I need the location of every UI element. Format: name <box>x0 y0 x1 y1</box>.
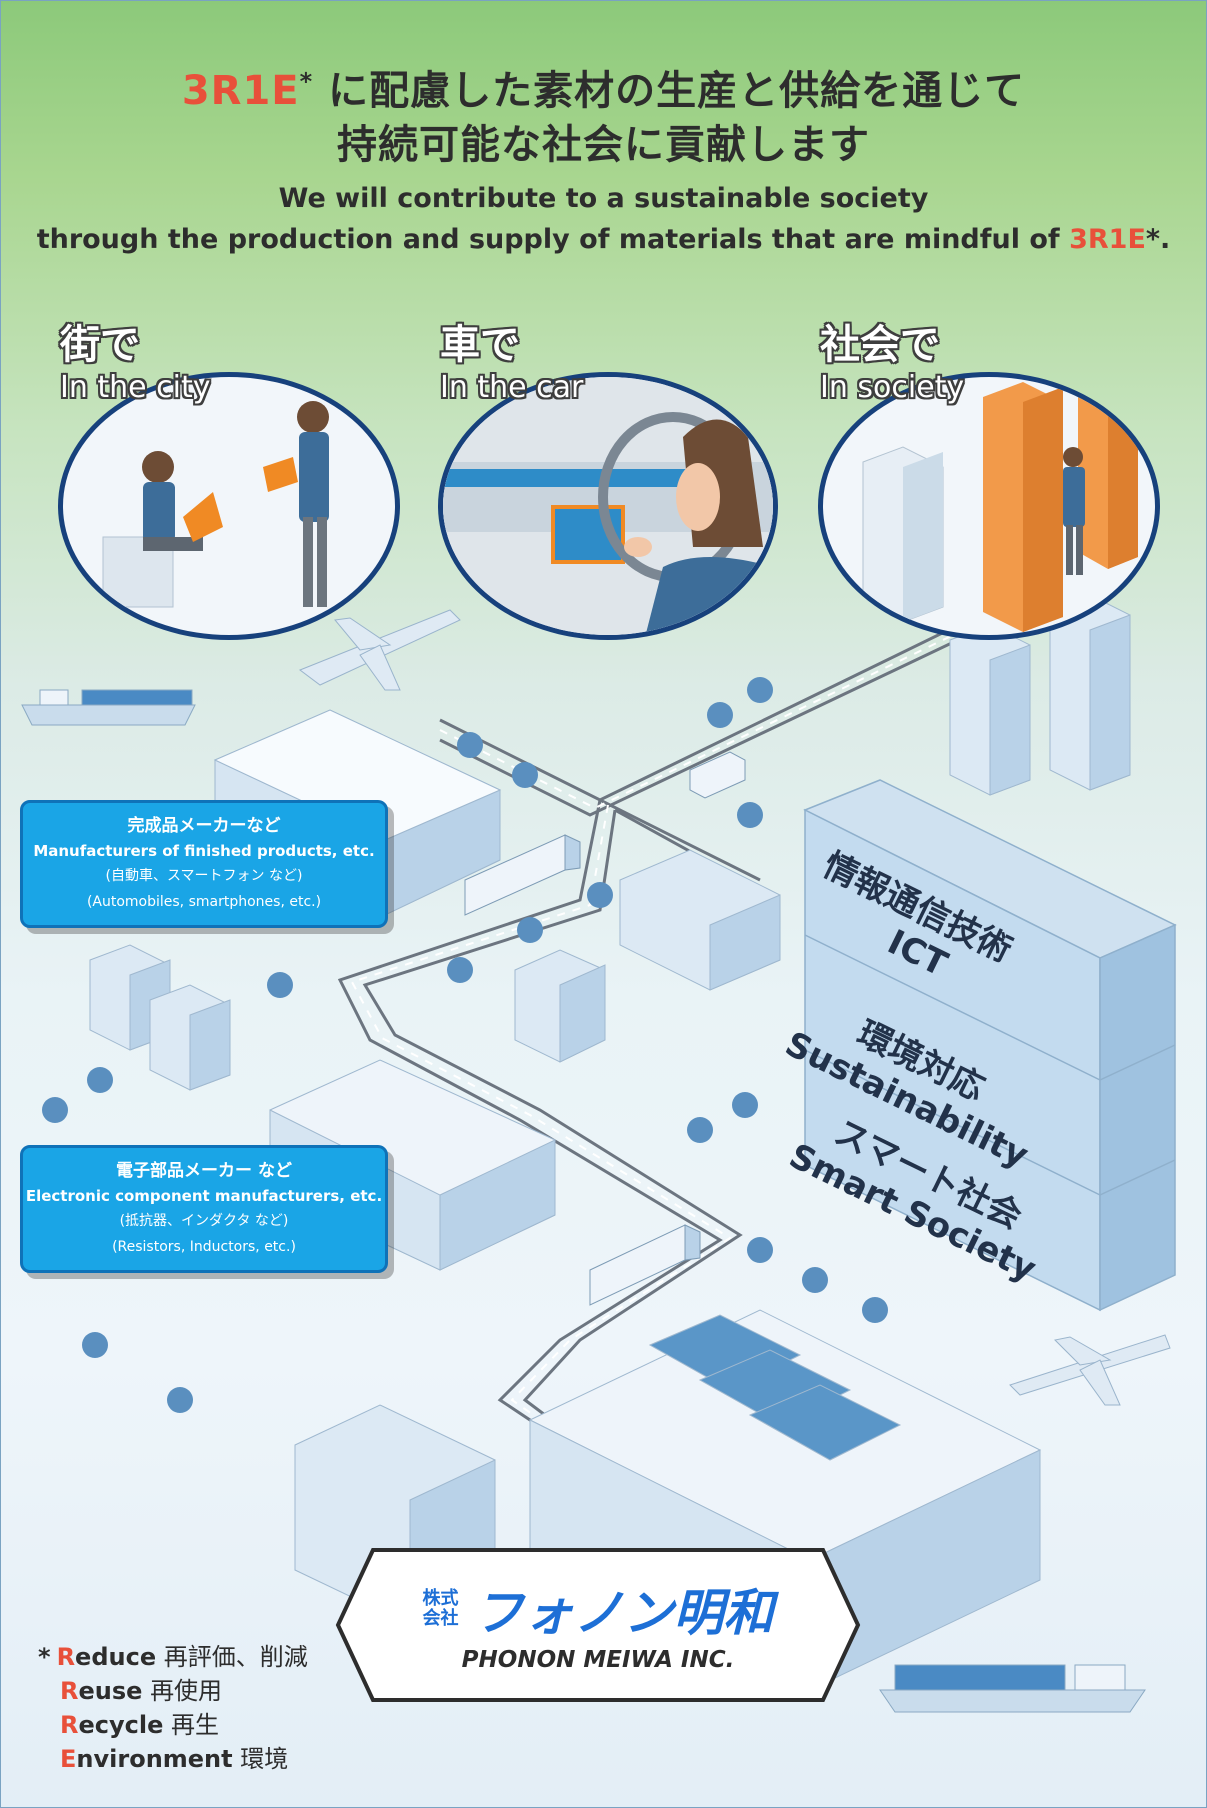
headline-jp-line2: 持続可能な社会に貢献します <box>337 122 870 168</box>
scene-society-jp: 社会で <box>820 322 940 368</box>
callout-electronic-en-sub: (Resistors, Inductors, etc.) <box>112 1239 296 1255</box>
logo-name-jp: フォノン明和 <box>473 1584 774 1642</box>
headline-en-line1: We will contribute to a sustainable soci… <box>278 183 929 214</box>
footnote-initial: R <box>60 1711 79 1739</box>
scene-city-title: 街で In the city <box>60 312 211 405</box>
callout-electronic-jp-sub: (抵抗器、インダクタ など) <box>119 1213 289 1229</box>
scene-city-circle <box>58 372 400 640</box>
callout-electronic-components: 電子部品メーカー など Electronic component manufac… <box>20 1145 388 1273</box>
callout-finished-jp-sub: (自動車、スマートフォン など) <box>105 868 303 884</box>
footnote-jp: 再生 <box>171 1711 220 1739</box>
footnote-row-environment: Environment 環境 <box>60 1742 308 1776</box>
logo-kabushiki-top: 株式 <box>422 1588 459 1609</box>
footnote-word: euse <box>78 1677 143 1705</box>
headline-en-line2-post: *. <box>1145 224 1171 255</box>
callout-electronic-en: Electronic component manufacturers, etc. <box>25 1187 383 1205</box>
callout-finished-jp: 完成品メーカーなど <box>127 816 281 836</box>
footnote-word: educe <box>75 1643 157 1671</box>
society-scene-illustration <box>862 380 1138 632</box>
scene-city-jp: 街で <box>60 322 140 368</box>
footnote-jp: 環境 <box>240 1745 289 1773</box>
scene-society-title: 社会で In society <box>820 312 964 405</box>
logo-name-en: PHONON MEIWA INC. <box>461 1647 735 1673</box>
footnote-initial: R <box>60 1677 79 1705</box>
logo-kabushiki-bottom: 会社 <box>422 1608 459 1629</box>
headline-jp-line1-rest: に配慮した素材の生産と供給を通じて <box>313 68 1026 114</box>
headline-en-accent: 3R1E <box>1069 224 1146 255</box>
scene-society-en: In society <box>820 370 965 405</box>
scene-car-jp: 車で <box>440 322 520 368</box>
footnote-row-reuse: Reuse 再使用 <box>60 1674 308 1708</box>
footnote-3r1e: *Reduce 再評価、削減 Reuse 再使用 Recycle 再生 Envi… <box>38 1640 308 1776</box>
scene-car-title: 車で In the car <box>440 312 583 405</box>
footnote-word: nvironment <box>76 1745 233 1773</box>
logo-badge <box>335 1548 861 1702</box>
headline-en-line2-pre: through the production and supply of mat… <box>36 224 1070 255</box>
callout-electronic-jp: 電子部品メーカー など <box>116 1161 292 1181</box>
footnote-jp: 再評価、削減 <box>163 1643 308 1671</box>
city-scene-illustration <box>102 401 329 608</box>
footnote-initial: R <box>56 1643 76 1671</box>
callout-finished-en-sub: (Automobiles, smartphones, etc.) <box>86 894 322 910</box>
headline-en-line2: through the production and supply of mat… <box>0 224 1207 255</box>
scene-car-en: In the car <box>440 370 584 405</box>
callout-finished-products: 完成品メーカーなど Manufacturers of finished prod… <box>20 800 388 928</box>
footnote-word: ecycle <box>78 1711 164 1739</box>
car-scene-illustration <box>443 377 773 635</box>
headline-accent: 3R1E <box>181 68 300 114</box>
footnote-row-reduce: *Reduce 再評価、削減 <box>38 1640 308 1674</box>
footnote-mark: * <box>38 1643 51 1671</box>
callout-finished-en: Manufacturers of finished products, etc. <box>33 842 375 860</box>
headline-asterisk: * <box>299 67 314 96</box>
headline-jp-line1: 3R1E* に配慮した素材の生産と供給を通じて <box>0 58 1207 116</box>
scene-car-circle <box>438 372 778 640</box>
scene-city-en: In the city <box>60 370 211 405</box>
scene-society-circle <box>818 372 1160 640</box>
footnote-initial: E <box>60 1745 77 1773</box>
footnote-jp: 再使用 <box>150 1677 223 1705</box>
company-logo: 株式 会社 フォノン明和 PHONON MEIWA INC. <box>333 1545 863 1705</box>
logo-name-row: 株式 会社 フォノン明和 <box>333 1573 863 1645</box>
footnote-row-recycle: Recycle 再生 <box>60 1708 308 1742</box>
